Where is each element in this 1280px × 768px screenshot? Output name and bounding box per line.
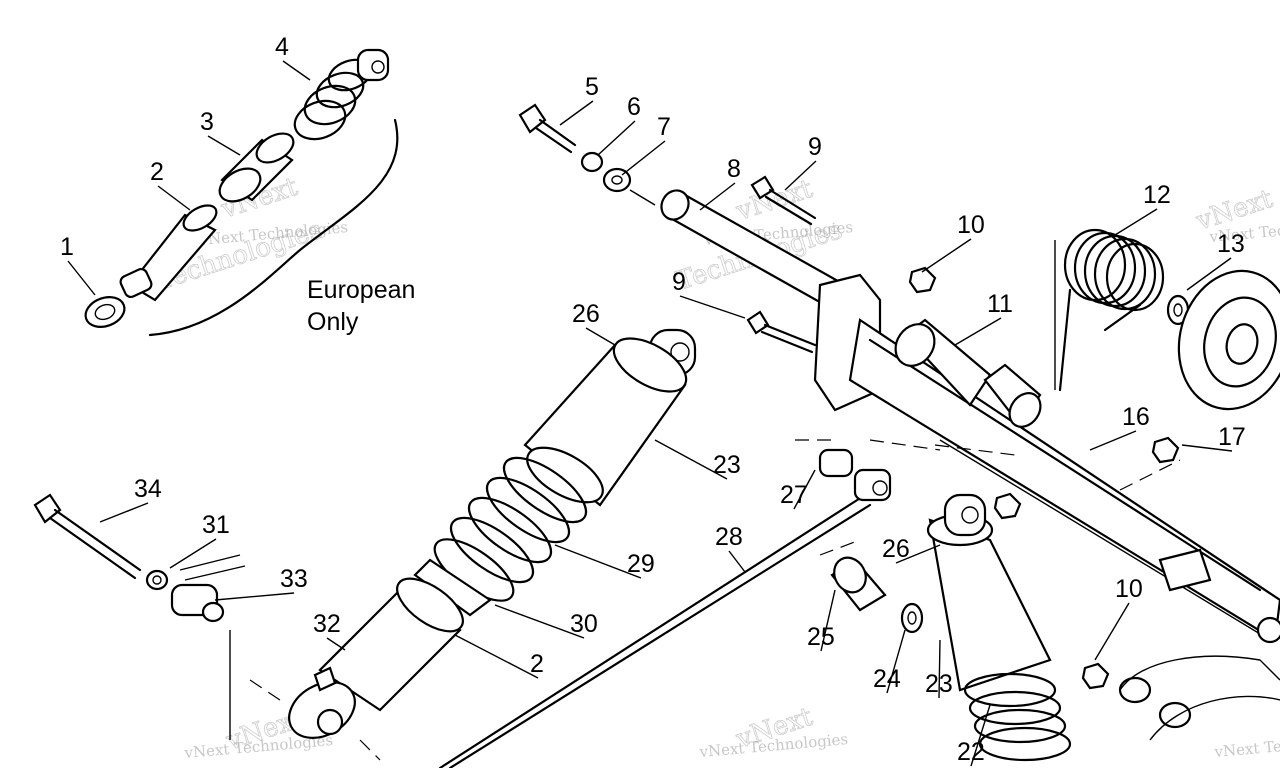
bolt-5-group (518, 103, 656, 206)
callout-4: 4 (275, 33, 289, 61)
rail-16 (813, 273, 1280, 644)
callout-leader-7 (621, 140, 666, 176)
callout-leader-1 (67, 260, 96, 296)
callout-22: 22 (957, 738, 985, 766)
callout-leader-9 (784, 160, 817, 191)
callout-leader-22 (970, 704, 991, 767)
callout-leader-26 (585, 327, 616, 346)
european-note-line1: European (307, 276, 415, 304)
callout-leader-34 (99, 502, 149, 523)
callout-leader-32 (326, 637, 346, 651)
callout-12: 12 (1143, 181, 1171, 209)
callout-9: 9 (672, 268, 686, 296)
nut-10-lower (1081, 662, 1110, 690)
callout-24: 24 (873, 665, 901, 693)
callout-26: 26 (572, 300, 600, 328)
bushing-25-group (830, 556, 924, 634)
callout-leader-12 (1114, 208, 1158, 236)
bolt-9-lower (746, 310, 817, 354)
callout-26: 26 (882, 535, 910, 563)
callout-3: 3 (200, 108, 214, 136)
callout-23: 23 (713, 451, 741, 479)
callout-leader-23 (654, 439, 728, 480)
callout-23: 23 (925, 670, 953, 698)
callout-27: 27 (780, 481, 808, 509)
callout-leader-27 (793, 469, 816, 510)
callout-7: 7 (657, 113, 671, 141)
callout-leader-25 (820, 589, 836, 652)
callout-9: 9 (808, 133, 822, 161)
callout-leader-33 (214, 592, 295, 601)
callout-32: 32 (313, 610, 341, 638)
callout-leader-28 (728, 550, 746, 573)
callout-30: 30 (570, 610, 598, 638)
callout-leader-10 (921, 238, 972, 273)
callout-11: 11 (987, 290, 1013, 318)
torsion-spring-12 (1054, 228, 1165, 392)
callout-leader-31 (169, 538, 217, 569)
main-shock (288, 328, 697, 739)
callout-28: 28 (715, 523, 743, 551)
callout-leader-26 (895, 544, 941, 564)
bolt-9-top (750, 175, 817, 226)
callout-leader-16 (1089, 430, 1137, 451)
callout-29: 29 (627, 550, 655, 578)
callout-leader-13 (1186, 257, 1232, 291)
european-note-line2: Only (307, 308, 359, 336)
callout-leader-5 (559, 100, 594, 126)
callout-25: 25 (807, 623, 835, 651)
callout-leader-8 (699, 182, 736, 211)
rod-28 (438, 468, 892, 768)
callout-1: 1 (60, 233, 74, 261)
callout-8: 8 (727, 155, 741, 183)
guide-lines (249, 439, 1181, 761)
lower-bracket (1118, 655, 1280, 741)
callout-13: 13 (1217, 230, 1245, 258)
callout-31: 31 (202, 511, 230, 539)
callout-leader-2 (157, 185, 191, 211)
lower-shock-23 (926, 493, 1072, 762)
callout-leader-4 (282, 60, 311, 81)
callout-33: 33 (280, 565, 308, 593)
watermark-small-6: vNext Technologies (1213, 730, 1280, 761)
nut-10-mid (993, 492, 1022, 520)
callout-5: 5 (585, 73, 599, 101)
callout-leader-9 (679, 295, 746, 319)
callout-6: 6 (627, 93, 641, 121)
nut-17 (1151, 436, 1180, 464)
callout-leader-17 (1181, 444, 1233, 452)
callout-2: 2 (150, 158, 164, 186)
nut-10-top (908, 266, 937, 294)
callout-2: 2 (530, 650, 544, 678)
callout-leader-24 (886, 629, 906, 694)
sleeve-11 (894, 318, 1042, 428)
callout-leader-2 (454, 634, 539, 679)
callout-leader-3 (207, 135, 241, 156)
callout-10: 10 (1115, 575, 1143, 603)
callout-leader-10 (1094, 602, 1130, 661)
wheel-group (1166, 269, 1280, 411)
callout-10: 10 (957, 211, 985, 239)
callout-leader-30 (494, 604, 585, 639)
callout-16: 16 (1122, 403, 1150, 431)
european-inset (84, 48, 399, 337)
callout-leader-11 (954, 317, 1002, 346)
callout-leader-6 (597, 120, 636, 156)
bushing-27 (818, 448, 854, 478)
callout-leader-29 (554, 544, 642, 579)
callout-leader-23 (938, 639, 941, 699)
callout-17: 17 (1218, 423, 1246, 451)
callout-34: 34 (134, 475, 162, 503)
